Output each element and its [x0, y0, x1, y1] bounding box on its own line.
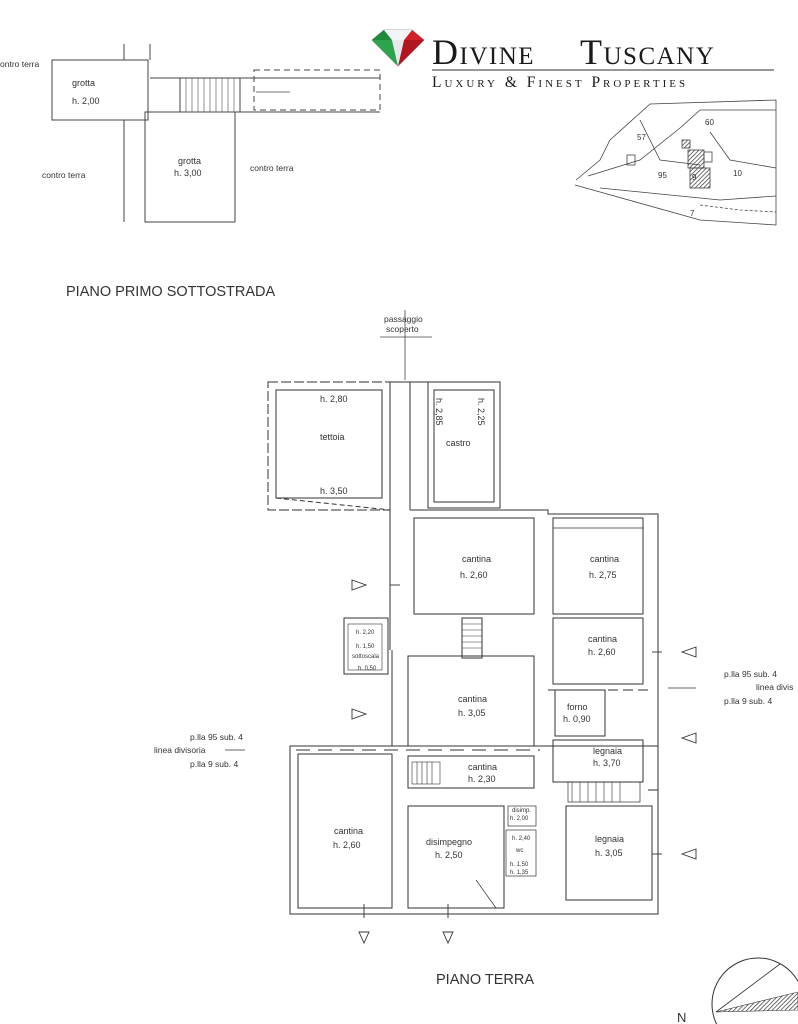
wc-height-top: h. 2,40: [512, 836, 531, 842]
cantina3-height: h. 2,60: [588, 647, 616, 657]
grotta-big-name: grotta: [178, 156, 201, 166]
cantina6-height: h. 2,60: [333, 840, 361, 850]
grotta-big-height: h. 3,00: [174, 168, 202, 178]
cantina2-height: h. 2,75: [589, 570, 617, 580]
parcel-95-label: 95: [658, 171, 667, 180]
disimpegno-name: disimpegno: [426, 837, 472, 847]
cantina4-height: h. 3,05: [458, 708, 486, 718]
passaggio-label-2: scoperto: [386, 324, 419, 334]
compass-north-label: N: [677, 1010, 686, 1024]
cantina4-name: cantina: [458, 694, 487, 704]
tettoia-name: tettoia: [320, 432, 345, 442]
cantina2-name: cantina: [590, 554, 619, 564]
wc-height-1: h. 1,50: [510, 862, 529, 868]
brand-logo: Divine Tuscany Luxury & Finest Propertie…: [371, 29, 774, 91]
cantina1-height: h. 2,60: [460, 570, 488, 580]
legnaia2-height: h. 3,05: [595, 848, 623, 858]
division-left-bottom: p.lla 9 sub. 4: [190, 759, 238, 769]
forno-height: h. 0,90: [563, 714, 591, 724]
cantina5-height: h. 2,30: [468, 774, 496, 784]
castro-height-2: h. 2,25: [476, 398, 486, 426]
disimpegno-height: h. 2,50: [435, 850, 463, 860]
north-compass: N: [677, 957, 798, 1024]
disimp-small-name: disimp.: [512, 808, 531, 814]
tettoia-height-top: h. 2,80: [320, 394, 348, 404]
cantina5-name: cantina: [468, 762, 497, 772]
tettoia-height-bottom: h. 3,50: [320, 486, 348, 496]
wc-height-2: h. 1,35: [510, 870, 529, 876]
sottoscala-height-3: h. 0,50: [358, 666, 377, 672]
grotta-small-height: h. 2,00: [72, 96, 100, 106]
cantina1-name: cantina: [462, 554, 491, 564]
sottoscala-height-1: h. 2,20: [356, 630, 375, 636]
division-left-mid: linea divisoria: [154, 745, 206, 755]
contro-terra-top-label: ontro terra: [0, 59, 39, 69]
sottoscala-height-2: h. 1,50: [356, 644, 375, 650]
legnaia1-name: legnaia: [593, 746, 622, 756]
floor1-title: PIANO PRIMO SOTTOSTRADA: [66, 284, 276, 300]
legnaia2-name: legnaia: [595, 834, 624, 844]
diamond-icon: [371, 29, 425, 67]
main-plan: passaggio scoperto: [154, 310, 793, 945]
forno-name: forno: [567, 702, 588, 712]
division-right-bottom: p.lla 9 sub. 4: [724, 696, 772, 706]
upper-plan: ontro terra grotta h. 2,00 grotta h. 3,0…: [0, 44, 381, 223]
parcel-7-label: 7: [690, 209, 695, 218]
wc-name: wc: [515, 848, 523, 854]
sottoscala-name: sottoscala: [352, 654, 380, 660]
castro-height-1: h. 2,85: [434, 398, 444, 426]
grotta-small-name: grotta: [72, 78, 95, 88]
division-right-top: p.lla 95 sub. 4: [724, 669, 777, 679]
brand-name-divine: Divine: [432, 32, 535, 72]
castro-name: castro: [446, 438, 471, 448]
parcel-9-label: 9: [692, 173, 697, 182]
contro-terra-right-label: contro terra: [250, 163, 294, 173]
disimp-small-height: h. 2,00: [510, 816, 529, 822]
brand-name-tuscany: Tuscany: [580, 32, 715, 72]
division-left-top: p.lla 95 sub. 4: [190, 732, 243, 742]
parcel-10-label: 10: [733, 169, 742, 178]
brand-tagline: Luxury & Finest Properties: [432, 74, 688, 91]
parcel-57-label: 57: [637, 133, 646, 142]
cantina6-name: cantina: [334, 826, 363, 836]
cantina3-name: cantina: [588, 634, 617, 644]
division-right-mid: linea divis: [756, 682, 793, 692]
parcel-60-label: 60: [705, 118, 714, 127]
passaggio-label-1: passaggio: [384, 314, 423, 324]
cadastral-map: 57 60 95 9 10 7: [574, 99, 777, 226]
floor0-title: PIANO TERRA: [436, 972, 534, 988]
legnaia1-height: h. 3,70: [593, 758, 621, 768]
contro-terra-left-label: contro terra: [42, 170, 86, 180]
